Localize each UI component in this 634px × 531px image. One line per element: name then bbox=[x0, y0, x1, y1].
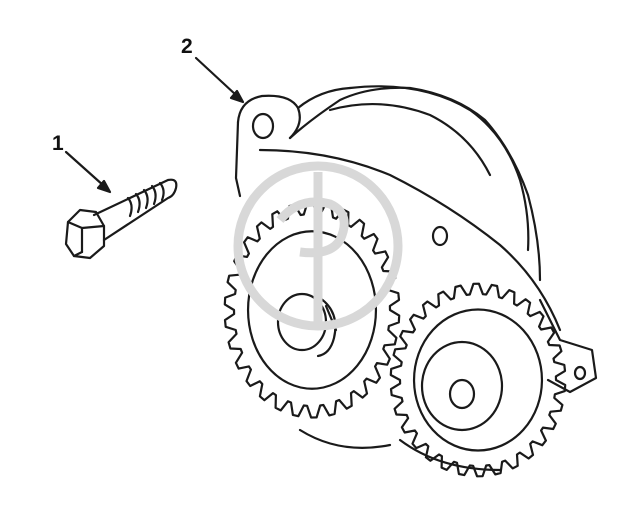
bolt-part bbox=[64, 178, 178, 260]
gear-teeth bbox=[223, 201, 401, 419]
gear-rim bbox=[412, 308, 544, 452]
gear-teeth bbox=[389, 282, 567, 478]
driven-hub bbox=[420, 340, 504, 432]
gear-rim bbox=[246, 230, 378, 390]
driven-gear bbox=[389, 282, 567, 478]
watermark-logo bbox=[233, 161, 403, 331]
drive-gear bbox=[223, 201, 401, 419]
leader-line-2 bbox=[194, 56, 245, 104]
pump-housing bbox=[234, 85, 598, 472]
callout-number-1: 1 bbox=[52, 132, 64, 155]
callout-number-2: 2 bbox=[181, 35, 193, 58]
leader-line-1 bbox=[64, 150, 112, 194]
